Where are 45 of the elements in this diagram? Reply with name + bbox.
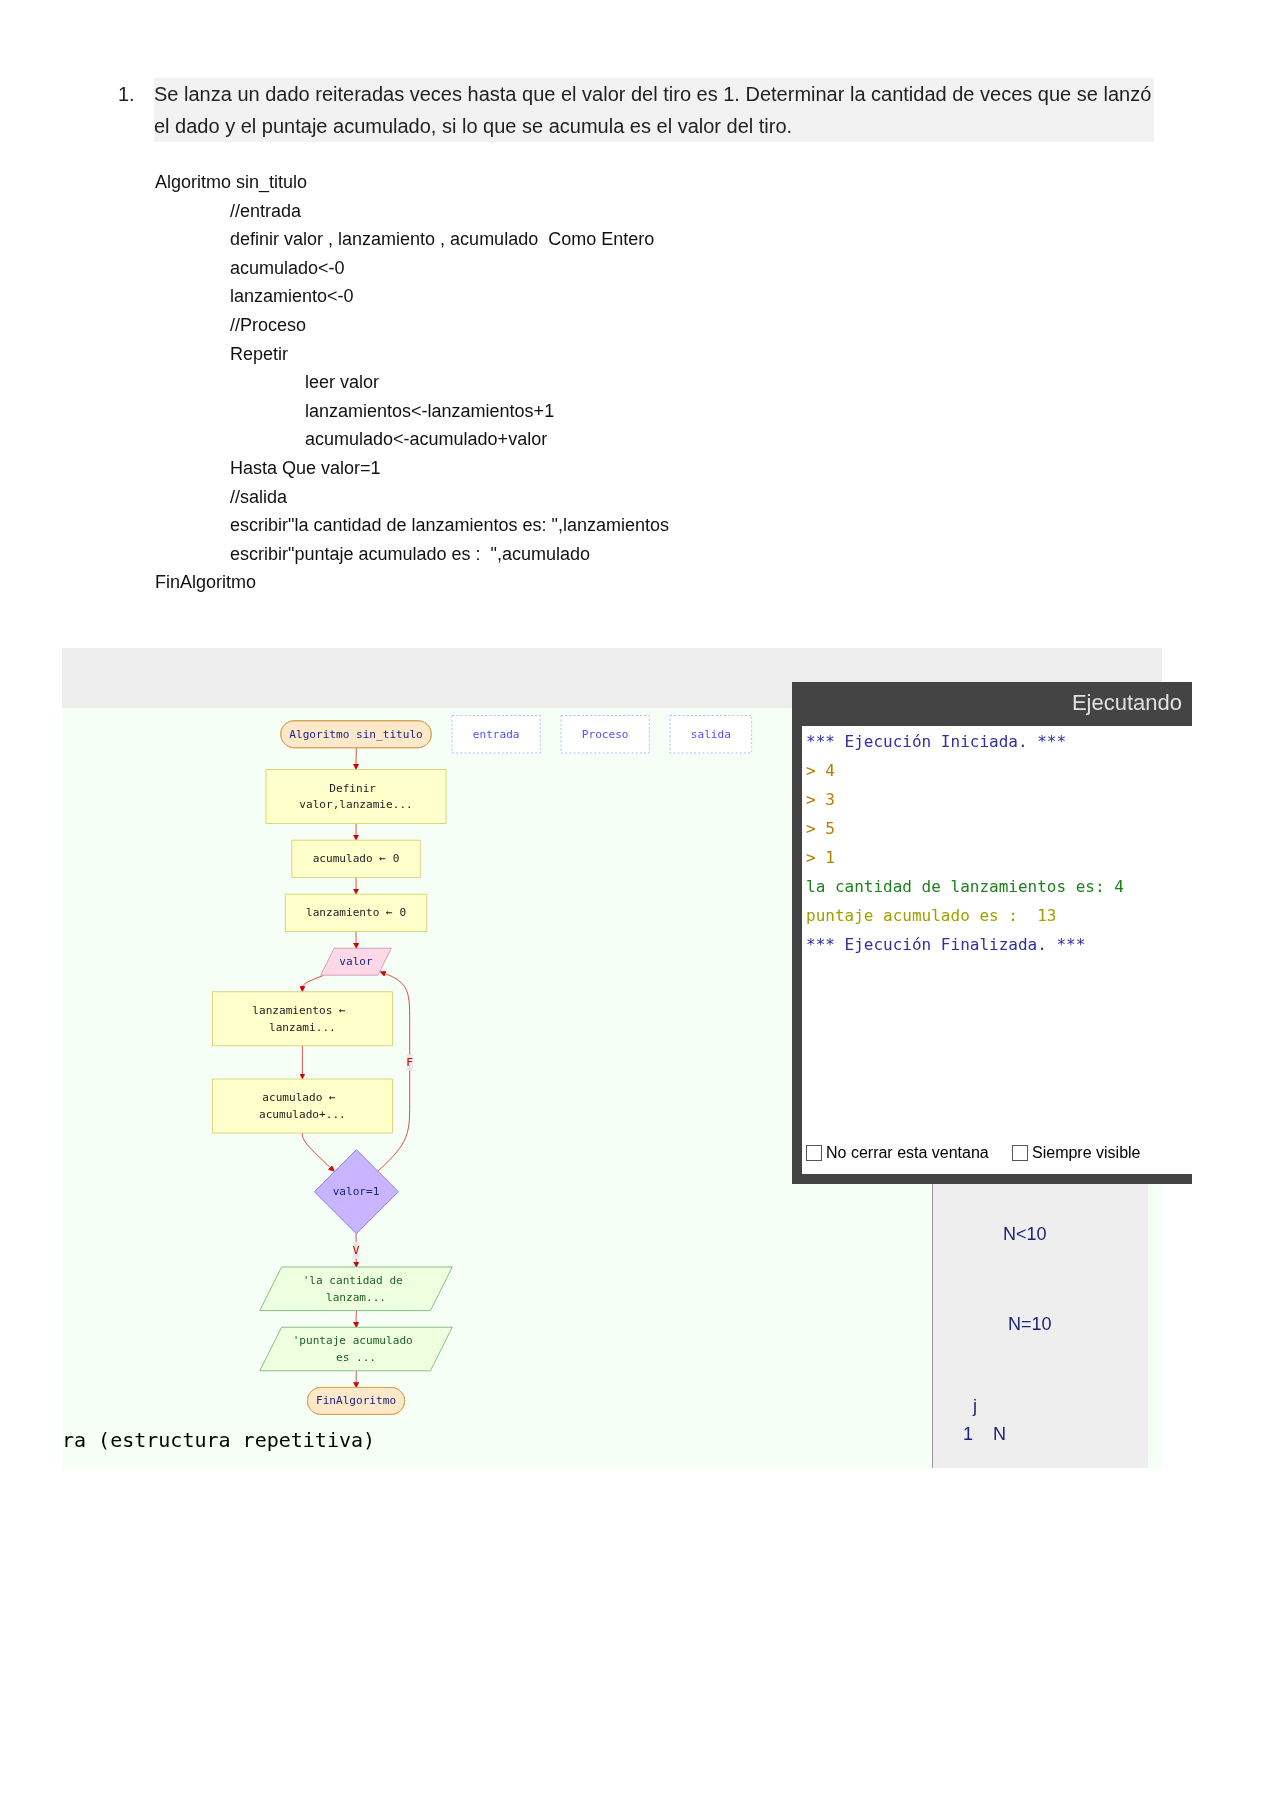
palette-text: 1 <box>963 1424 973 1445</box>
code-line: FinAlgoritmo <box>155 571 258 595</box>
question-text: Se lanza un dado reiteradas veces hasta que el valor del tiro es 1. Determinar la cantidad de veces que se lanzó el dado y el puntaje acumulado, si lo que se acumula es el valor del tiro. <box>154 78 1154 142</box>
code-line: leer valor <box>305 371 381 395</box>
console-line: puntaje acumulado es : 13 <box>806 906 1057 925</box>
code-line: Algoritmo sin_titulo <box>155 171 309 195</box>
code-line: //Proceso <box>230 313 308 337</box>
node-box: entrada <box>451 715 541 754</box>
code-line: Hasta Que valor=1 <box>230 456 382 480</box>
console-line: la cantidad de lanzamientos es: 4 <box>806 877 1124 896</box>
edge-label: F <box>406 1055 414 1069</box>
palette-text: N <box>993 1424 1006 1445</box>
node-box: Proceso <box>560 715 650 754</box>
code-line: //salida <box>230 485 289 509</box>
code-line: lanzamientos<-lanzamientos+1 <box>305 399 556 423</box>
console-line: *** Ejecución Finalizada. *** <box>806 935 1086 954</box>
code-line: lanzamiento<-0 <box>230 285 355 309</box>
code-line: escribir"puntaje acumulado es : ",acumulado <box>230 542 591 566</box>
code-line: acumulado<-0 <box>230 256 346 280</box>
palette-text: j <box>973 1396 977 1417</box>
console-line: > 1 <box>806 848 835 867</box>
console-line: *** Ejecución Iniciada. *** <box>806 732 1067 751</box>
window-title: Ejecutando <box>1071 690 1182 716</box>
node-box: lanzamientos ← lanzami... <box>212 991 393 1047</box>
code-line: escribir"la cantidad de lanzamientos es: ",lanzamientos <box>230 514 669 538</box>
node-box: Definir valor,lanzamie... <box>265 769 447 824</box>
node-diamond: valor=1 <box>314 1149 399 1235</box>
node-box: acumulado ← 0 <box>291 839 421 878</box>
console-line: > 4 <box>806 761 835 780</box>
edge-label: V <box>352 1243 360 1257</box>
code-line: acumulado<-acumulado+valor <box>305 428 549 452</box>
code-line: //entrada <box>230 199 303 223</box>
palette-text: N=10 <box>1008 1314 1052 1335</box>
list-number: 1. <box>118 82 135 107</box>
checkbox-label: No cerrar esta ventana <box>826 1144 989 1162</box>
node-box: lanzamiento ← 0 <box>284 893 428 932</box>
code-line: Repetir <box>230 342 290 366</box>
status-text: ra (estructura repetitiva) <box>62 1428 376 1452</box>
console-line: > 3 <box>806 790 835 809</box>
console-line: > 5 <box>806 819 835 838</box>
node-box: salida <box>669 715 752 754</box>
node-box: acumulado ← acumulado+... <box>212 1078 393 1134</box>
code-line: definir valor , lanzamiento , acumulado Como Entero <box>230 228 656 252</box>
checkbox-label: Siempre visible <box>1032 1144 1141 1162</box>
palette-text: N<10 <box>1003 1224 1047 1245</box>
